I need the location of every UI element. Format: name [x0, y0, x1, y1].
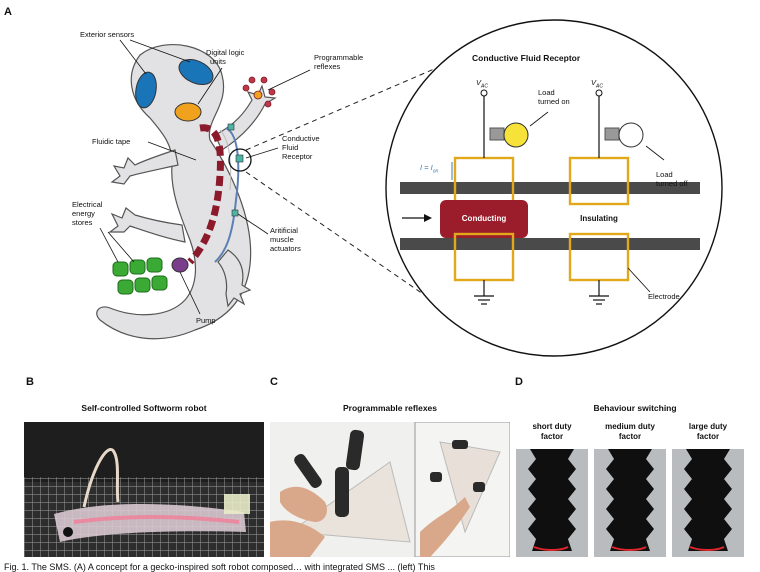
exterior-sensor-left-shape [135, 71, 157, 109]
panel-c-letter: C [270, 376, 278, 388]
battery-shapes [112, 257, 168, 295]
duty-large-label: large duty factor [688, 422, 728, 441]
cfr-title: Conductive Fluid Receptor [472, 53, 581, 63]
label-exterior-sensors: Exterior sensors [80, 30, 135, 39]
figure-caption: Fig. 1. The SMS. (A) A concept for a gec… [4, 562, 435, 572]
reflexes-photo [270, 422, 510, 557]
reflex-hand-shape [242, 76, 276, 108]
label-energy-1: Electrical [72, 200, 103, 209]
panel-b-letter: B [26, 376, 34, 388]
load-off-2: turned off [656, 179, 688, 188]
current-label: I = Ion [420, 163, 439, 175]
label-energy-3: stores [72, 218, 93, 227]
load-off-1: Load [656, 170, 673, 179]
vac-left-label: VAC [476, 78, 488, 90]
label-cfr-2: Fluid [282, 143, 299, 152]
label-cfr-1: Conductive [282, 134, 320, 143]
load-on-1: Load [538, 88, 555, 97]
vac-right-label: VAC [591, 78, 603, 90]
panel-a-letter: A [4, 6, 12, 18]
label-fluidic-tape: Fluidic tape [92, 137, 131, 146]
electrode-label: Electrode [648, 292, 680, 301]
label-digital-logic-1: Digital logic [206, 48, 245, 57]
label-energy-2: energy [72, 209, 95, 218]
duty-medium-label: medium duty factor [605, 422, 655, 441]
behaviour-photos [516, 449, 744, 557]
label-prog-reflexes-1: Programmable [314, 53, 364, 62]
label-muscle-2: muscle [270, 235, 294, 244]
panel-d-title: Behaviour switching [593, 403, 677, 413]
conducting-label: Conducting [461, 214, 507, 223]
exterior-sensor-right-shape [178, 58, 214, 86]
label-cfr-3: Receptor [282, 152, 313, 161]
label-muscle-1: Aritificial [270, 226, 298, 235]
label-prog-reflexes-2: reflexes [314, 62, 341, 71]
softworm-photo [24, 422, 264, 557]
label-pump: Pump [196, 316, 216, 325]
logic-unit-shape [174, 102, 202, 122]
insulating-label: Insulating [580, 214, 618, 223]
panel-c-title: Programmable reflexes [342, 403, 438, 413]
duty-short-label: short duty factor [532, 422, 572, 441]
panel-b-title: Self-controlled Softworm robot [81, 403, 207, 413]
label-muscle-3: actuators [270, 244, 301, 253]
panel-d-letter: D [515, 376, 523, 388]
load-on-2: turned on [538, 97, 570, 106]
panel-a-illustration [96, 19, 723, 357]
cfr-circuit [400, 89, 700, 305]
label-digital-logic-2: units [210, 57, 226, 66]
gecko-body [96, 44, 277, 340]
pump-shape [171, 257, 189, 273]
